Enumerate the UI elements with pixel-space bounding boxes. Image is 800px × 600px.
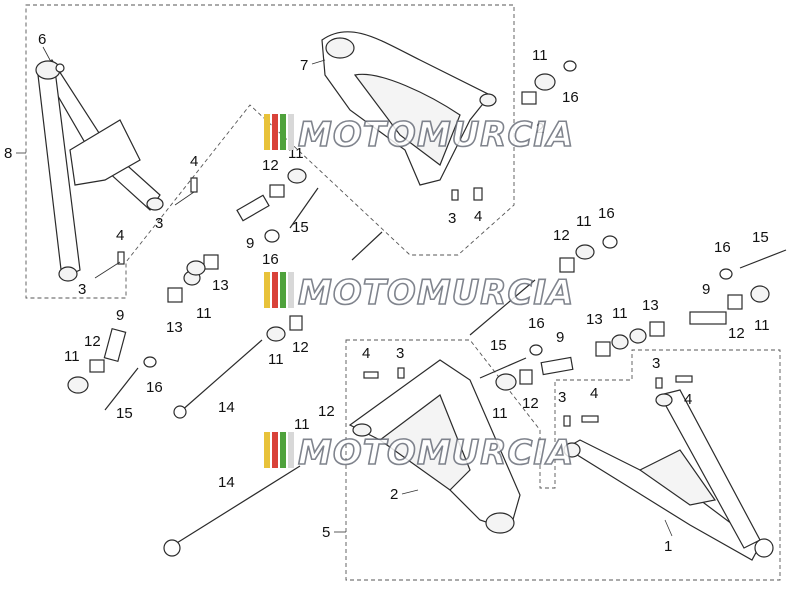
upper-right-arm <box>321 31 497 186</box>
callout-12-lower: 12 <box>522 395 539 412</box>
callout-11-midleft: 11 <box>196 305 212 322</box>
callout-13-a: 13 <box>166 319 183 336</box>
watermark-text-middle: MOTOMURCIA <box>298 273 574 313</box>
callout-11-left: 11 <box>64 348 80 365</box>
callout-13-b: 13 <box>212 277 229 294</box>
lower-right-a-arm <box>563 389 774 561</box>
callout-12-shaft: 12 <box>292 339 309 356</box>
lower-group-border <box>345 339 781 581</box>
callout-11-upper-right: 11 <box>532 47 548 64</box>
callout-4-upper-a: 4 <box>190 153 198 170</box>
callout-12-rightA: 12 <box>553 227 570 244</box>
callout-3-lowerleft: 3 <box>396 345 404 362</box>
callout-4-upper-right: 4 <box>474 208 482 225</box>
callout-12-rightB: 12 <box>728 325 745 342</box>
callout-11-shaft: 11 <box>268 351 284 368</box>
callout-1-lower-arm: 1 <box>664 538 672 555</box>
callout-16-midright: 16 <box>528 315 545 332</box>
watermark-middle: MOTOMURCIA <box>264 272 574 314</box>
callout-11-lowerleft: 11 <box>294 416 310 433</box>
callout-5-group: 5 <box>322 524 330 541</box>
callout-15-lower: 15 <box>490 337 507 354</box>
callout-9-left: 9 <box>116 307 124 324</box>
upper-group-border <box>25 4 515 299</box>
callout-9-center: 9 <box>246 235 254 252</box>
callout-3-lowercenter: 3 <box>558 389 566 406</box>
callout-4-lowercenter: 4 <box>590 385 598 402</box>
bolt-4-upper-b <box>94 251 125 279</box>
callout-3-upper-right: 3 <box>448 210 456 227</box>
callout-7: 7 <box>300 57 308 74</box>
lower-left-a-arm <box>348 359 521 534</box>
callout-15-rightB: 15 <box>752 229 769 246</box>
callout-16-rightB: 16 <box>714 239 731 256</box>
callout-12-lowerleft: 12 <box>318 403 335 420</box>
watermark-bottom: MOTOMURCIA <box>264 432 574 474</box>
callout-12-left: 12 <box>84 333 101 350</box>
callout-16-left: 16 <box>146 379 163 396</box>
callout-13-midright-a: 13 <box>586 311 603 328</box>
callout-11-lower: 11 <box>492 405 508 422</box>
callout-15-center: 15 <box>292 219 309 236</box>
callout-4-lowerleft: 4 <box>362 345 370 362</box>
callout-8: 8 <box>4 145 12 162</box>
callout-13-midright-b: 13 <box>642 297 659 314</box>
callout-3-upper-a: 3 <box>155 215 163 232</box>
callout-16-upper-right: 16 <box>562 89 579 106</box>
callout-11-midright: 11 <box>612 305 628 322</box>
callout-4-upper-b: 4 <box>116 227 124 244</box>
callout-11-rightA: 11 <box>576 213 592 230</box>
callout-16-rightA: 16 <box>598 205 615 222</box>
callout-2-shaft: 2 <box>536 120 544 137</box>
watermark-top: MOTOMURCIA <box>264 114 574 156</box>
ball-joint-6: 6 <box>38 31 51 61</box>
callout-4-lowerright-a: 4 <box>684 391 692 408</box>
upper-left-a-arm <box>35 59 164 282</box>
bolt-4-upper-a <box>174 177 198 206</box>
callout-3-upper-b: 3 <box>78 281 86 298</box>
watermark-text-bottom: MOTOMURCIA <box>298 433 574 473</box>
callout-6: 6 <box>38 31 46 48</box>
callout-14-upper: 14 <box>218 399 235 416</box>
callout-14-lower: 14 <box>218 474 235 491</box>
callout-11-rightB: 11 <box>754 317 770 334</box>
callout-2-lower-arm: 2 <box>390 486 398 503</box>
callout-9-rightB: 9 <box>702 281 710 298</box>
callout-3-lowerright-a: 3 <box>652 355 660 372</box>
watermark-text-top: MOTOMURCIA <box>298 115 574 155</box>
callout-15-left: 15 <box>116 405 133 422</box>
callout-12-center: 12 <box>262 157 279 174</box>
callout-9-midright: 9 <box>556 329 564 346</box>
callout-16-center: 16 <box>262 251 279 268</box>
